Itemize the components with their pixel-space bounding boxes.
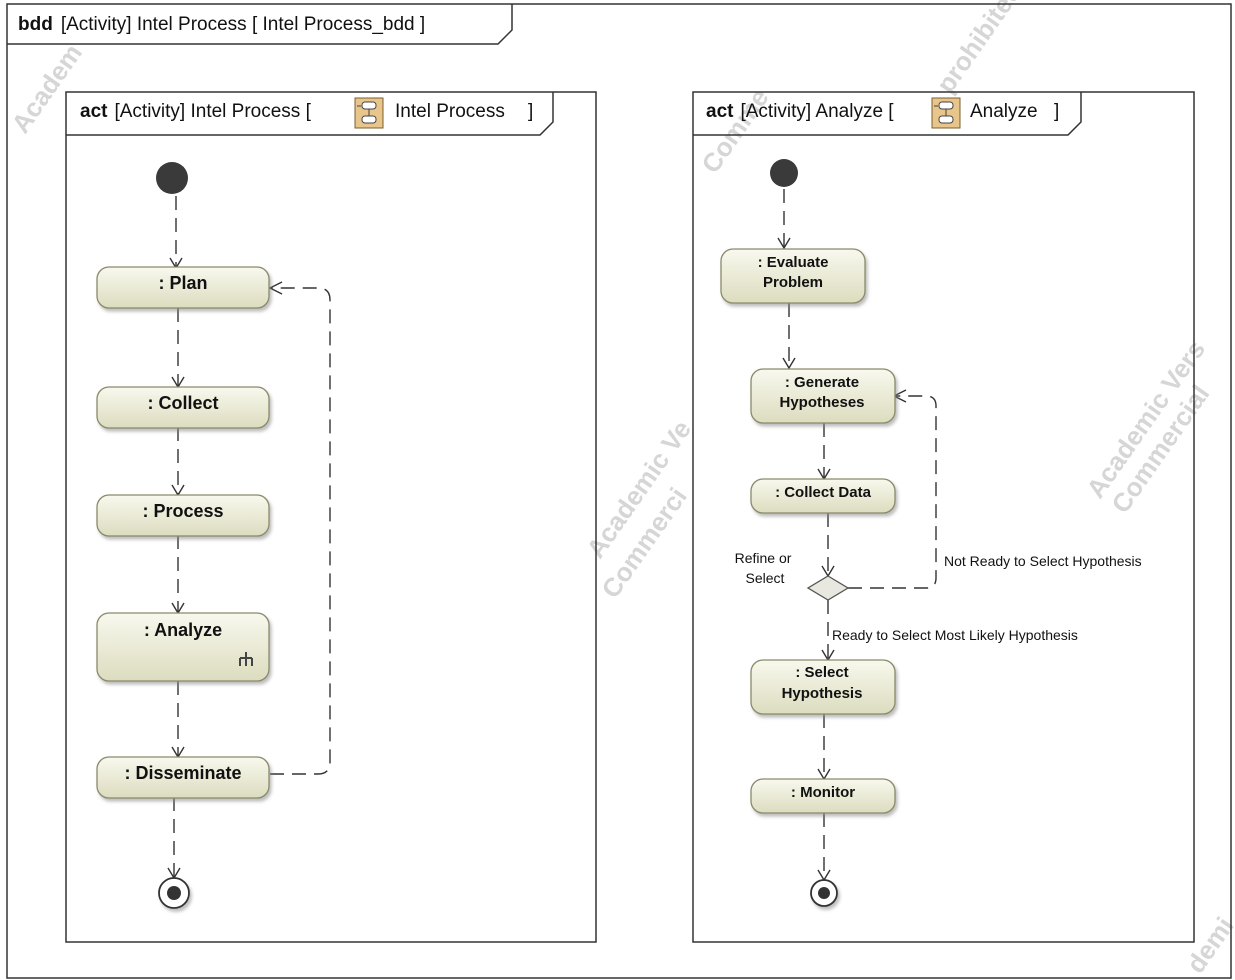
left-frame-title-suffix: ] — [528, 101, 533, 122]
action-label: : Analyze — [144, 620, 222, 640]
left-frame-title-prefix: [Activity] Intel Process [ — [114, 101, 311, 122]
action-label: Hypotheses — [779, 394, 864, 411]
action-generate-hypotheses[interactable]: : Generate Hypotheses — [750, 368, 896, 424]
left-frame-title-name: Intel Process — [395, 101, 505, 122]
left-frame-title: act [Activity] Intel Process [ — [80, 101, 312, 122]
loop-back-flow — [848, 395, 937, 589]
outer-frame-tab — [7, 4, 513, 45]
action-disseminate[interactable]: : Disseminate — [96, 756, 270, 799]
outer-frame-keyword: bdd — [18, 14, 53, 35]
action-label: : Plan — [158, 273, 207, 293]
action-label: : Generate — [785, 374, 859, 391]
right-frame-title-name: Analyze — [970, 101, 1038, 122]
action-label: Hypothesis — [782, 685, 863, 702]
action-evaluate-problem[interactable]: : Evaluate Problem — [720, 248, 866, 304]
watermark-text: demi — [1180, 912, 1235, 979]
arrowhead — [268, 281, 283, 295]
right-frame-tab — [693, 92, 1082, 136]
action-label: Problem — [763, 274, 823, 291]
watermark-text: Comme — [695, 83, 774, 178]
action-analyze[interactable]: : Analyze — [96, 612, 270, 682]
action-label: : Monitor — [791, 784, 855, 801]
loop-back-flow — [270, 287, 331, 775]
activity-diagram-icon — [354, 97, 384, 129]
right-frame-title: act [Activity] Analyze [ — [706, 101, 894, 122]
activity-final-node — [158, 877, 190, 909]
watermark-text: Academ — [5, 38, 88, 138]
watermark-text: prohibited — [930, 0, 1027, 98]
outer-frame: bdd [Activity] Intel Process [ Intel Proc… — [6, 3, 1232, 979]
action-select-hypothesis[interactable]: : Select Hypothesis — [750, 659, 896, 715]
action-label: : Process — [142, 501, 223, 521]
decision-label: Select — [746, 570, 785, 586]
arrowhead — [777, 237, 791, 250]
right-frame-title-suffix: ] — [1054, 101, 1059, 122]
activity-diagram-icon — [931, 97, 961, 129]
watermarks: Academic Ve Commerci Academic Vers Comme… — [5, 0, 1235, 978]
activity-final-node — [810, 879, 838, 907]
outer-frame-title-text: [Activity] Intel Process [ Intel Process… — [61, 14, 425, 35]
right-activity-frame: act [Activity] Analyze [ Analyze ] — [692, 91, 1195, 943]
right-frame-keyword: act — [706, 101, 734, 122]
arrowhead — [782, 357, 796, 370]
action-label: : Collect — [147, 393, 218, 413]
action-collect[interactable]: : Collect — [96, 386, 270, 429]
initial-node — [770, 159, 798, 187]
action-label: : Select — [795, 664, 848, 681]
guard-ready: Ready to Select Most Likely Hypothesis — [832, 627, 1078, 643]
initial-node — [156, 162, 188, 194]
action-collect-data[interactable]: : Collect Data — [750, 478, 896, 514]
outer-frame-title: bdd [Activity] Intel Process [ Intel Proc… — [18, 14, 425, 35]
right-frame-title-prefix: [Activity] Analyze [ — [740, 101, 894, 122]
guard-not-ready: Not Ready to Select Hypothesis — [944, 553, 1142, 569]
decision-node — [806, 575, 850, 601]
action-label: : Evaluate — [758, 254, 829, 271]
call-behavior-rake-icon — [239, 652, 253, 666]
left-frame-keyword: act — [80, 101, 108, 122]
action-monitor[interactable]: : Monitor — [750, 778, 896, 814]
action-process[interactable]: : Process — [96, 494, 270, 537]
action-label: : Collect Data — [775, 484, 872, 501]
action-plan[interactable]: : Plan — [96, 266, 270, 309]
left-frame-tab — [66, 92, 554, 136]
left-activity-frame: act [Activity] Intel Process [ Intel Proc… — [65, 91, 597, 943]
decision-label: Refine or — [735, 550, 792, 566]
action-label: : Disseminate — [124, 763, 241, 783]
arrowhead — [817, 869, 831, 882]
